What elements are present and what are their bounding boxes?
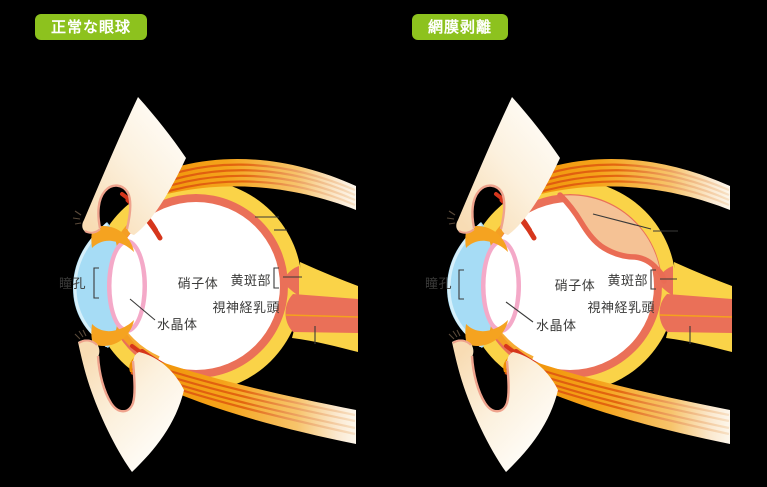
detached-retina-leader-line: [592, 213, 652, 230]
lens-label: 水晶体: [536, 319, 577, 334]
retinal-detachment-overlay: [557, 192, 667, 284]
normal-eye-badge: 正常な眼球: [35, 14, 148, 40]
subretinal-space: [560, 195, 662, 279]
pupil-bracket: [93, 267, 99, 299]
macula-bracket: [273, 267, 279, 289]
detached-eye-annotations: 瞳孔 水晶体 硝子体 黄斑部 視神経乳頭: [425, 213, 691, 344]
lens-leader-line: [129, 298, 156, 321]
macula-label: 黄斑部: [230, 274, 271, 289]
lens-leader-line: [505, 301, 534, 323]
macula-label: 黄斑部: [607, 274, 648, 289]
optic-disc-label: 視神経乳頭: [212, 301, 280, 316]
pupil-label: 瞳孔: [59, 277, 86, 292]
retinal-detachment-badge: 網膜剥離: [412, 14, 509, 40]
pupil-label: 瞳孔: [425, 277, 452, 292]
detached-retina-fold: [557, 192, 667, 284]
vitreous-label: 硝子体: [178, 277, 219, 292]
vitreous-label: 硝子体: [555, 279, 596, 294]
lens-label: 水晶体: [157, 318, 198, 333]
pupil-bracket: [458, 269, 464, 300]
normal-eye-annotations: 瞳孔 水晶体 硝子体 黄斑部 視神経乳頭: [59, 216, 316, 344]
macula-bracket: [650, 269, 656, 290]
optic-disc-label: 視神経乳頭: [587, 301, 655, 316]
